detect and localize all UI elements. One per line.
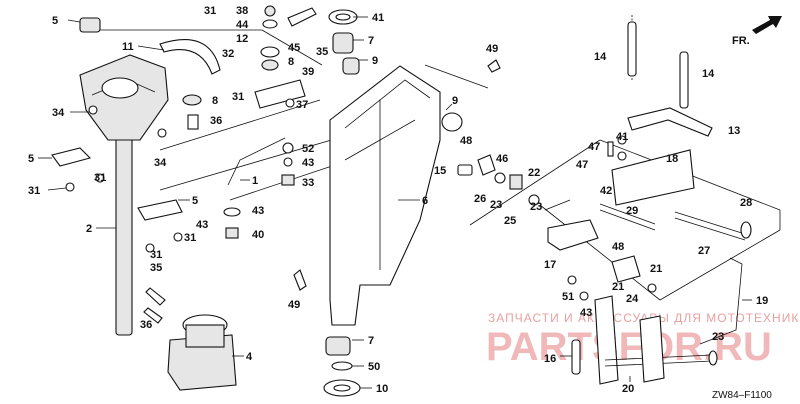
callout-43-b: 43	[252, 205, 264, 217]
callout-3: 5	[52, 15, 58, 27]
svg-text:FR.: FR.	[732, 35, 750, 47]
swivel-shaft-assembly	[51, 17, 286, 391]
callout-31-f: 32	[222, 48, 234, 60]
callout-14-a: 14	[594, 51, 607, 63]
callout-19: 19	[756, 295, 768, 307]
callout-14-b: 14	[702, 68, 715, 80]
callout-35: 35	[316, 46, 328, 58]
callout-38: 38	[236, 5, 248, 17]
callout-17: 17	[544, 259, 556, 271]
callout-12: 12	[236, 33, 248, 45]
callout-27: 27	[698, 245, 710, 257]
callout-31-a: 31	[28, 185, 40, 197]
callout-7-lower: 7	[368, 335, 374, 347]
callout-31-d: 31	[150, 249, 162, 261]
callout-8-a: 8	[288, 56, 294, 68]
callout-47-b: 48	[612, 241, 624, 253]
callout-34-a: 35	[150, 262, 162, 274]
callout-9-a: 9	[372, 55, 378, 67]
callout-5-left: 5	[28, 153, 34, 165]
callout-5-mid: 5	[192, 195, 198, 207]
callout-13: 13	[728, 125, 740, 137]
callout-23: 23	[712, 331, 724, 343]
callout-45: 45	[288, 42, 300, 54]
callout-40: 41	[372, 12, 384, 24]
callout-22-b: 23	[490, 199, 502, 211]
diagram-code: ZW84–F1100	[712, 390, 772, 401]
callout-33-upper: 34	[52, 107, 65, 119]
callout-22-c: 23	[530, 201, 542, 213]
callout-18: 18	[666, 153, 678, 165]
callout-48-a: 47	[588, 141, 600, 153]
callout-41-b: 42	[600, 185, 612, 197]
callout-43-a: 43	[302, 157, 314, 169]
callout-36: 36	[210, 115, 222, 127]
swivel-case	[323, 59, 501, 397]
callout-51: 52	[302, 143, 314, 155]
callout-34-b: 36	[140, 319, 152, 331]
callout-41-a: 41	[616, 131, 628, 143]
callout-39-a: 39	[302, 66, 314, 78]
callout-16: 16	[544, 353, 556, 365]
callout-44: 44	[236, 19, 249, 31]
callout-42: 43	[580, 307, 592, 319]
callout-47-a: 48	[460, 135, 472, 147]
callout-37: 37	[296, 99, 308, 111]
callout-29: 29	[626, 205, 638, 217]
callout-28: 28	[740, 197, 752, 209]
callout-33-lower: 34	[154, 157, 167, 169]
callout-21-a: 21	[650, 263, 662, 275]
callout-50: 50	[368, 361, 380, 373]
tilt-mechanism	[457, 15, 752, 385]
callout-2: 2	[86, 223, 92, 235]
callout-8-b: 8	[212, 95, 218, 107]
callout-labels: 5 11 34 5 31 2 31 34 5 31 31 35 36 4 31 …	[28, 5, 768, 395]
callout-39-b: 40	[252, 229, 264, 241]
callout-52: 51	[562, 291, 574, 303]
callout-48-b: 47	[576, 159, 588, 171]
callout-24: 24	[626, 293, 639, 305]
callout-31-c: 31	[184, 232, 196, 244]
callout-10: 10	[376, 383, 388, 395]
callout-9-b: 9	[452, 95, 458, 107]
callout-43-c: 43	[196, 219, 208, 231]
callout-49-b: 49	[486, 43, 498, 55]
callout-46: 46	[496, 153, 508, 165]
front-direction-indicator: FR.	[732, 16, 782, 47]
callout-4: 4	[246, 351, 253, 363]
callout-11: 11	[122, 41, 134, 53]
middle-hardware	[182, 5, 360, 291]
callout-25: 25	[504, 215, 516, 227]
callout-15: 15	[434, 165, 446, 177]
callout-32: 33	[302, 177, 314, 189]
callout-31-b: 31	[94, 172, 106, 184]
callout-6: 6	[422, 195, 428, 207]
callout-7-upper: 7	[368, 35, 374, 47]
callout-26: 26	[474, 193, 486, 205]
callout-49-a: 49	[288, 299, 300, 311]
callout-31-e: 31	[204, 5, 216, 17]
watermark-logo: PARTSFOR.RU	[486, 325, 772, 369]
front-arrow-icon	[752, 16, 782, 34]
callout-30: 31	[232, 91, 244, 103]
callout-1: 1	[252, 175, 258, 187]
callout-20: 20	[622, 383, 634, 395]
callout-22-a: 22	[528, 167, 540, 179]
watermark-tagline: ЗАПЧАСТИ И АКСЕССУАРЫ ДЛЯ МОТОТЕХНИКИ	[488, 311, 800, 325]
callout-21-b: 21	[612, 281, 624, 293]
